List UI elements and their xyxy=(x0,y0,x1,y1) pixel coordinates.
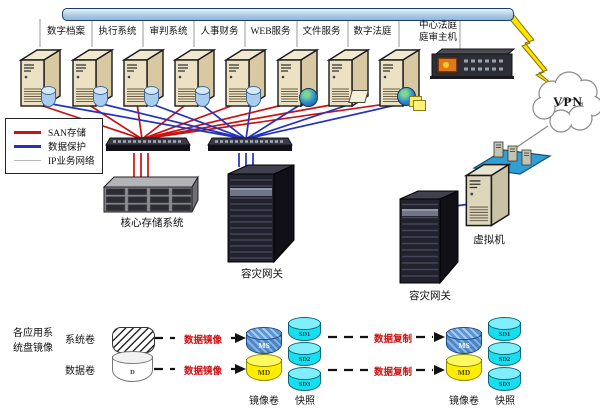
server-tower-2 xyxy=(69,44,115,110)
server-tower-4 xyxy=(171,44,217,110)
label-execution-system: 执行系统 xyxy=(98,27,137,37)
label-web-service: WEB服务 xyxy=(250,27,291,37)
legend-line-gray xyxy=(14,159,41,161)
disk-icon xyxy=(144,86,159,107)
virtual-machine-label: 虚拟机 xyxy=(473,235,505,246)
label-file-service: 文件服务 xyxy=(302,27,341,37)
protection-switch xyxy=(206,136,294,154)
san-switch xyxy=(104,136,192,154)
system-volume-label: 系统卷 xyxy=(65,335,95,346)
legend-item-ip: IP业务网络 xyxy=(14,153,94,167)
mirror-volume-label-remote: 镜像卷 xyxy=(449,396,479,407)
legend-label-ip: IP业务网络 xyxy=(48,157,95,167)
md-id-remote: MD xyxy=(457,368,471,377)
server-tower-1 xyxy=(17,44,63,110)
data-volume-label: 数据卷 xyxy=(65,366,95,377)
core-storage-array xyxy=(102,174,202,216)
server-tower-6-web xyxy=(274,44,320,110)
snapshot-sd3-remote: SD3 xyxy=(488,367,521,391)
virtual-machine-tower xyxy=(462,158,512,230)
disk-icon xyxy=(93,86,108,107)
disk-icon xyxy=(41,86,56,107)
ms-id-remote: MS xyxy=(458,341,470,350)
snapshot-sd3-center: SD3 xyxy=(288,367,321,391)
legend-item-protect: 数据保护 xyxy=(14,139,86,153)
label-court-host-line2: 庭审主机 xyxy=(418,33,457,43)
label-court-host: 中心法庭 庭审主机 xyxy=(412,20,464,44)
data-volume-icon: D xyxy=(112,351,153,382)
server-tower-3 xyxy=(120,44,166,110)
dr-gateway-remote-label: 容灾网关 xyxy=(409,291,451,302)
ms-id: MS xyxy=(258,341,270,350)
sd2-id: SD2 xyxy=(298,356,311,363)
label-digital-archives: 数字档案 xyxy=(46,27,85,37)
server-tower-7-file xyxy=(325,44,371,110)
vpn-cloud xyxy=(532,66,600,134)
legend-line-blue xyxy=(14,144,41,148)
sd1-id-remote: SD1 xyxy=(498,331,511,338)
mirror-section-label: 各应用系 统盘镜像 xyxy=(4,326,62,356)
legend-item-san: SAN存储 xyxy=(14,125,86,139)
data-replication-label-1: 数据复制 xyxy=(373,335,412,345)
snapshot-sd2-center: SD2 xyxy=(288,342,321,366)
dr-gateway-center-label: 容灾网关 xyxy=(241,269,283,280)
dr-gateway-center xyxy=(226,162,296,264)
md-id: MD xyxy=(257,368,271,377)
vpn-label: VPN xyxy=(553,94,583,109)
snapshot-label-center: 快照 xyxy=(295,396,315,407)
snapshot-sd1-remote: SD1 xyxy=(488,317,521,341)
data-mirror-label-1: 数据镜像 xyxy=(183,336,222,346)
mirror-data-volume-remote: MD xyxy=(446,354,482,381)
snapshot-label-remote: 快照 xyxy=(495,396,515,407)
server-tower-8-court xyxy=(376,44,426,111)
legend-label-protect: 数据保护 xyxy=(48,143,87,153)
label-trial-system: 审判系统 xyxy=(149,27,188,37)
sd1-id: SD1 xyxy=(298,331,311,338)
mirror-system-volume-center: MS xyxy=(246,327,282,354)
data-volume-id: D xyxy=(130,369,135,376)
mirror-system-volume-remote: MS xyxy=(446,327,482,354)
notes-icon xyxy=(409,96,426,111)
mirror-data-volume-center: MD xyxy=(246,354,282,381)
disk-icon xyxy=(195,86,210,107)
snapshot-sd1-center: SD1 xyxy=(288,317,321,341)
server-tower-5 xyxy=(222,44,268,110)
label-digital-court: 数字法庭 xyxy=(353,27,392,37)
snapshot-sd2-remote: SD2 xyxy=(488,342,521,366)
globe-icon xyxy=(299,88,318,107)
sd3-id-remote: SD3 xyxy=(498,381,511,388)
data-replication-label-2: 数据复制 xyxy=(373,368,412,378)
core-storage-label: 核心存储系统 xyxy=(120,218,184,229)
ip-network-bus xyxy=(62,8,514,21)
dr-gateway-remote xyxy=(398,188,462,286)
mirror-volume-label-center: 镜像卷 xyxy=(249,396,279,407)
label-hr-finance: 人事财务 xyxy=(200,27,239,37)
mirror-section-label-line1: 各应用系 xyxy=(13,328,53,339)
system-volume-icon xyxy=(112,327,155,353)
legend-line-red xyxy=(14,130,41,134)
label-court-host-line1: 中心法庭 xyxy=(418,21,457,31)
mirror-section-label-line2: 统盘镜像 xyxy=(13,343,53,354)
legend: SAN存储 数据保护 IP业务网络 xyxy=(5,118,103,174)
disk-icon xyxy=(246,86,261,107)
data-mirror-label-2: 数据镜像 xyxy=(183,367,222,377)
sd2-id-remote: SD2 xyxy=(498,356,511,363)
sd3-id: SD3 xyxy=(298,381,311,388)
legend-label-san: SAN存储 xyxy=(48,129,87,139)
court-host-appliance xyxy=(428,46,516,82)
